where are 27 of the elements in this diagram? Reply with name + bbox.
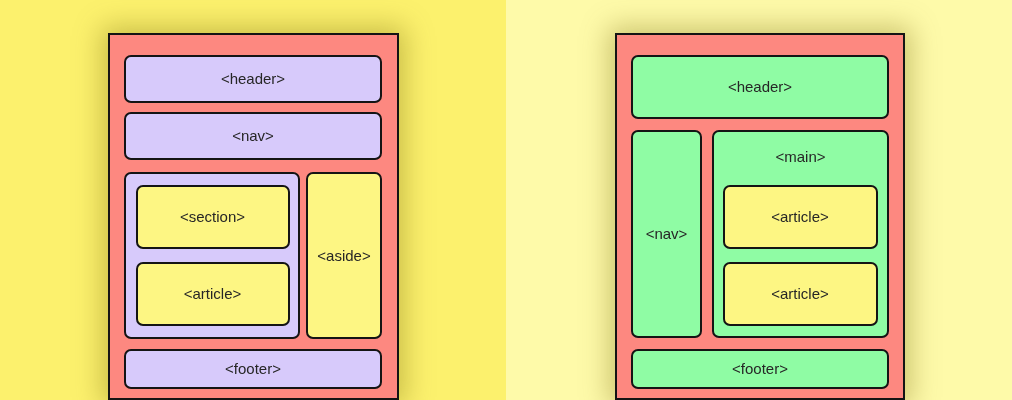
box-label: <nav> xyxy=(645,225,688,243)
page-frame xyxy=(615,33,905,400)
layout-box xyxy=(124,55,382,103)
box-label: <aside> xyxy=(317,246,371,265)
box-label: <header> xyxy=(727,78,793,96)
box-label: <section> xyxy=(179,207,245,226)
box-label: <article> xyxy=(183,284,242,303)
layout-box xyxy=(306,172,382,339)
page-frame xyxy=(108,33,399,400)
layout-box xyxy=(722,261,878,326)
layout-box xyxy=(135,184,290,249)
layout-box xyxy=(631,349,889,389)
layout-box xyxy=(124,349,382,389)
layout-box xyxy=(631,55,889,119)
box-label: <footer> xyxy=(732,360,788,378)
layout-box xyxy=(712,130,889,338)
layout-box xyxy=(135,261,290,326)
layout-box xyxy=(631,130,702,338)
container-box xyxy=(124,172,300,339)
box-label: <footer> xyxy=(225,360,281,378)
box-label: <main> xyxy=(775,148,826,166)
layout-box xyxy=(124,112,382,160)
box-label: <header> xyxy=(220,70,286,88)
box-label: <article> xyxy=(771,284,829,303)
box-label: <article> xyxy=(771,207,829,226)
box-label: <nav> xyxy=(232,127,274,145)
layout-box xyxy=(722,184,878,249)
